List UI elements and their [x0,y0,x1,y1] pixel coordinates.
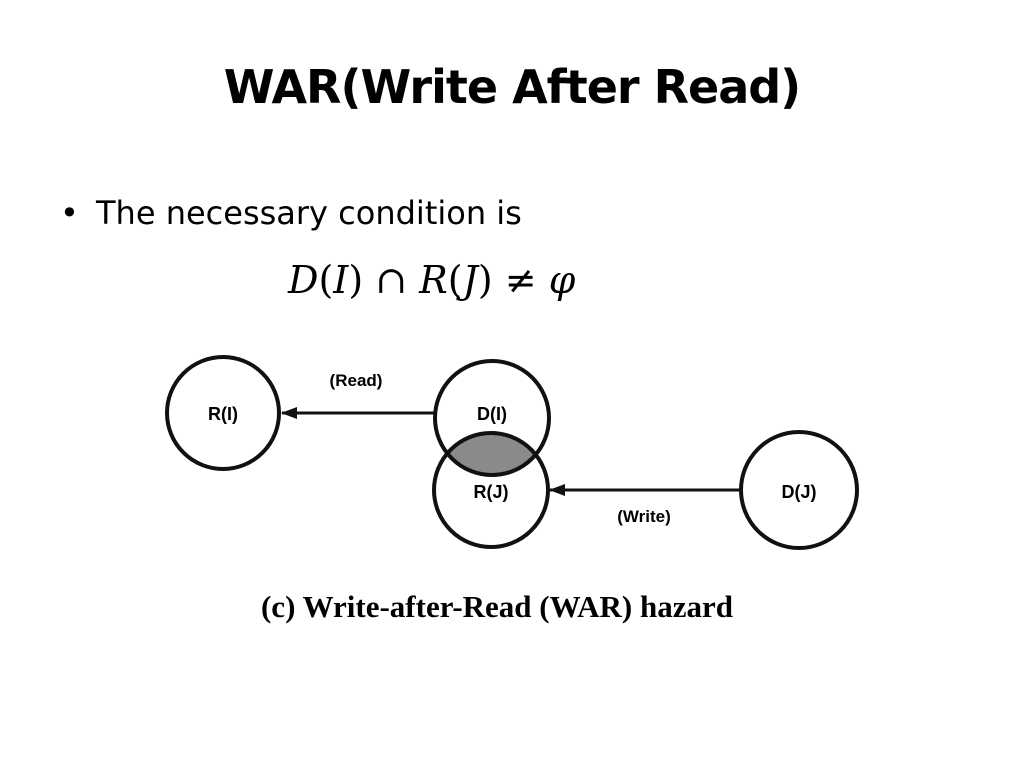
condition-formula: D(I) ∩ R(J) ≠ φ [288,258,575,304]
formula-not-equal-symbol: ≠ [504,258,537,302]
node-d-i [433,359,551,477]
formula-empty-set-symbol: φ [548,258,576,302]
node-r-j [432,431,550,549]
formula-paren-open-1: ( [318,258,334,302]
diagram-caption: (c) Write-after-Read (WAR) hazard [260,589,734,624]
formula-d-set: D [288,258,319,302]
overlap-region [435,433,548,475]
formula-intersect-symbol: ∩ [375,258,408,302]
node-d-i-label: D(I) [477,404,507,424]
war-hazard-diagram: R(I) D(I) R(J) D(J) (Read) (Write) [165,355,859,550]
slide-title: WAR(Write After Read) [223,60,801,114]
formula-paren-close-1: ) [348,258,364,302]
node-r-i-label: R(I) [208,404,238,424]
formula-r-set: R [419,258,448,302]
formula-j-arg: J [462,258,478,302]
write-edge-label: (Write) [617,507,671,526]
bullet-item: • The necessary condition is [60,194,522,232]
node-r-i [165,355,281,471]
formula-paren-close-2: ) [477,258,493,302]
read-edge-label: (Read) [330,371,383,390]
formula-i-arg: I [333,258,349,302]
node-r-j-label: R(J) [474,482,509,502]
node-d-j-label: D(J) [782,482,817,502]
formula-paren-open-2: ( [447,258,463,302]
bullet-text: The necessary condition is [96,194,522,232]
bullet-dot-icon: • [60,194,79,232]
